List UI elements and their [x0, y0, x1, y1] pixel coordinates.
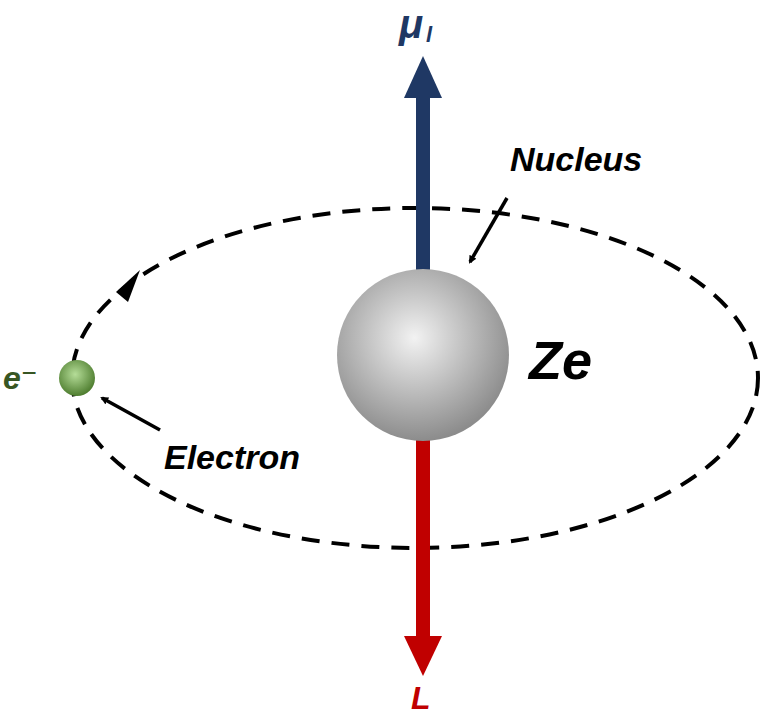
- orbit-arrowhead: [116, 270, 140, 302]
- nucleus-circle: Ze: [337, 269, 509, 441]
- leader-line: [470, 198, 507, 262]
- electron-label: e⁻: [3, 362, 38, 394]
- moment-arrow-head: [404, 56, 442, 98]
- moment-subscript: l: [426, 24, 432, 46]
- electron-dot: e⁻: [59, 360, 95, 396]
- nucleus-label: Nucleus: [510, 142, 642, 176]
- leader-line: [102, 398, 160, 430]
- electron-dot-shape: [59, 360, 95, 396]
- momentum-arrow-head: [404, 636, 442, 676]
- orbit-path: [72, 208, 758, 548]
- nucleus-circle-shape: [337, 269, 509, 441]
- momentum-arrow-shaft: [416, 438, 430, 638]
- momentum-symbol: L: [411, 682, 431, 714]
- moment-arrow-shaft: [416, 96, 430, 274]
- electron-label: Electron: [164, 440, 300, 474]
- moment-symbol: μ: [399, 4, 423, 44]
- charge-label: Ze: [529, 333, 592, 387]
